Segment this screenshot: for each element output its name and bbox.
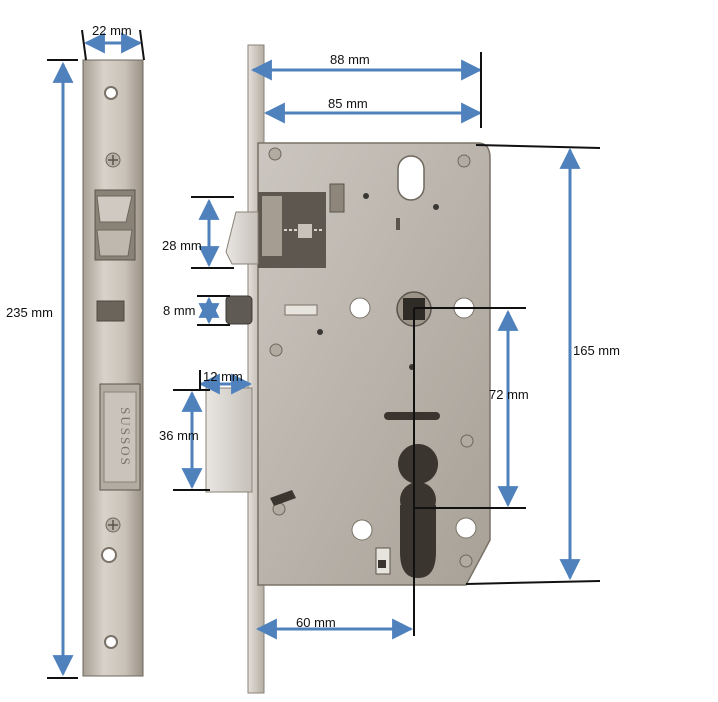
faceplate-engraving: SUSSOS [118,407,133,467]
faceplate-bottom-hole [104,635,118,649]
spindle-slot-top [397,155,425,201]
label-72mm: 72 mm [489,387,529,402]
reference-lines [47,29,601,679]
case-screws [268,147,474,568]
label-36mm: 36 mm [159,428,199,443]
horizontal-slot [384,412,440,420]
label-235mm: 235 mm [6,305,53,320]
deadbolt-small [225,295,253,325]
label-88mm: 88 mm [330,52,370,67]
faceplate-cylinder-hole [101,547,117,563]
lock-body [205,44,491,694]
mounting-hole-bottom-left [351,519,373,541]
label-22mm: 22 mm [92,23,132,38]
label-60mm: 60 mm [296,615,336,630]
dimension-lines [52,32,581,677]
faceplate-top-hole [104,86,118,100]
label-28mm: 28 mm [162,238,202,253]
label-165mm: 165 mm [573,343,620,358]
faceplate-body [82,59,144,677]
dimension-labels: 22 mm 235 mm 88 mm 85 mm 165 mm 28 mm 8 … [6,23,620,630]
mounting-hole-bottom-right [455,517,477,539]
faceplate-deadbolt-slot [96,300,125,322]
label-85mm: 85 mm [328,96,368,111]
label-8mm: 8 mm [163,303,196,318]
main-bolt [205,387,253,493]
label-12mm: 12 mm [203,369,243,384]
latch-bolt [225,211,259,265]
faceplate: SUSSOS [82,59,144,677]
mounting-hole-left [349,297,371,319]
